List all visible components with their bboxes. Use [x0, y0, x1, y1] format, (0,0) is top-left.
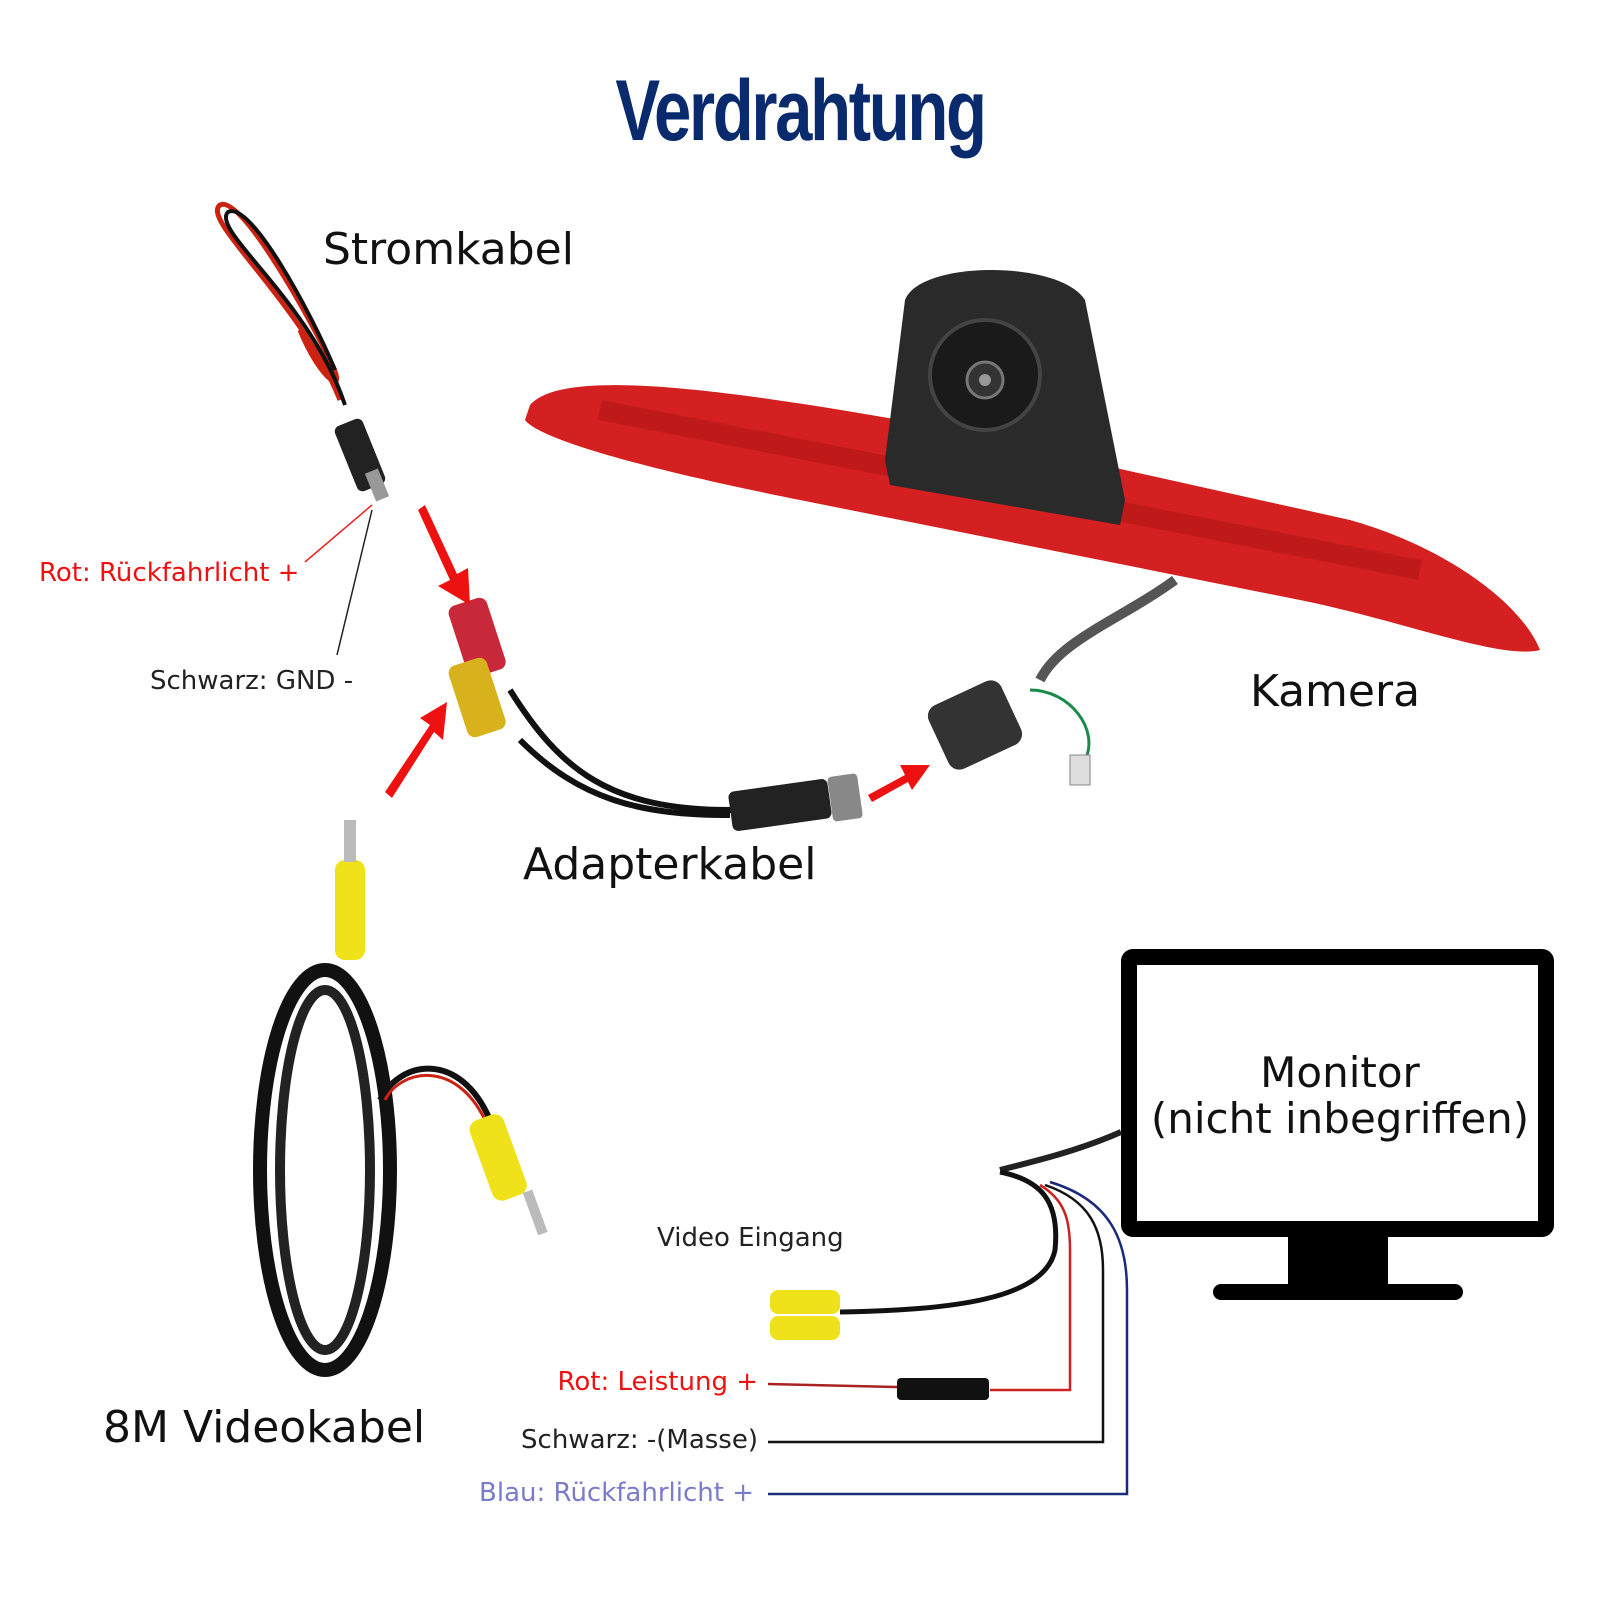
page-title: Verdrahtung [615, 63, 987, 159]
camera-label: Kamera [1250, 666, 1421, 717]
monitor-label-line2: (nicht inbegriffen) [1150, 1094, 1530, 1144]
video-cable-illustration [253, 820, 548, 1377]
power-cable-illustration [215, 202, 390, 656]
power-cable-label: Stromkabel [323, 224, 574, 275]
red-power-label: Rot: Leistung + [557, 1367, 758, 1397]
adapter-cable-illustration [448, 597, 863, 831]
adapter-cable-label: Adapterkabel [523, 839, 817, 890]
video-cable-label: 8M Videokabel [103, 1402, 426, 1453]
camera-brake-light-illustration [525, 270, 1540, 786]
blue-reverse-label: Blau: Rückfahrlicht + [479, 1478, 754, 1508]
monitor-label-line1: Monitor [1260, 1048, 1420, 1097]
red-reverse-label: Rot: Rückfahrlicht + [39, 558, 300, 588]
monitor-label: Monitor (nicht inbegriffen) [1140, 1048, 1540, 1144]
video-input-label: Video Eingang [657, 1223, 844, 1253]
monitor-illustration [1121, 949, 1554, 1300]
monitor-harness [767, 1129, 1129, 1496]
connection-arrows [385, 505, 930, 802]
black-ground-label: Schwarz: -(Masse) [521, 1425, 758, 1455]
black-gnd-label: Schwarz: GND - [150, 666, 354, 696]
